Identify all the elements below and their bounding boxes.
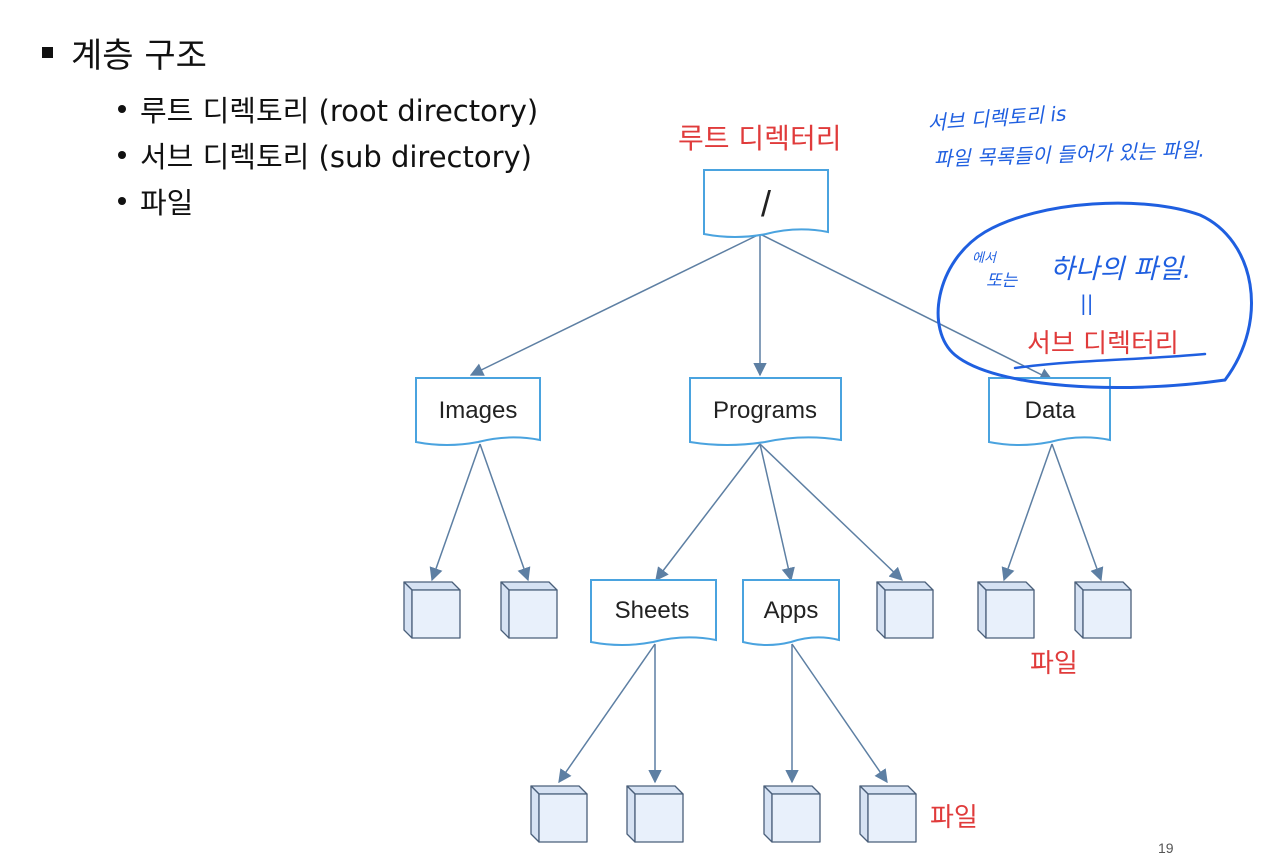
folder-sheets-label: Sheets — [615, 597, 690, 624]
bullet-dot-icon — [118, 151, 126, 159]
tree-edges — [429, 233, 1104, 784]
bullet-sub-directory: 서브 디렉토리 (sub directory) — [118, 132, 538, 178]
edge-root-images — [469, 233, 761, 376]
bullet-root-directory: 루트 디렉토리 (root directory) — [118, 86, 538, 132]
folder-apps-label: Apps — [764, 597, 819, 624]
folder-images-shape — [415, 377, 541, 446]
handwritten-underline — [1013, 352, 1207, 370]
label-sub-directory: 서브 디렉터리 — [1027, 329, 1179, 359]
file-cubes — [403, 581, 1132, 843]
folder-data-shape — [988, 377, 1111, 446]
handwritten-note-line2: 파일 목록들이 들어가 있는 파일. — [933, 138, 1205, 171]
heading-text: 계층 구조 — [71, 36, 207, 76]
file-images-2-icon — [500, 581, 558, 639]
file-data-1-icon — [977, 581, 1035, 639]
square-bullet-icon — [42, 47, 53, 58]
file-images-1-icon — [403, 581, 461, 639]
bullet-text: 서브 디렉토리 (sub directory) — [140, 140, 532, 174]
folder-data-label: Data — [1025, 397, 1076, 424]
bullet-text: 루트 디렉토리 (root directory) — [140, 94, 539, 128]
file-sheets-2-icon — [626, 785, 684, 843]
folder-root-shape — [703, 169, 829, 238]
handwritten-circle-note: 하나의 파일. — [1050, 254, 1191, 285]
bullet-list: 루트 디렉토리 (root directory) 서브 디렉토리 (sub di… — [118, 86, 538, 224]
handwritten-prefix2: 또는 — [986, 271, 1019, 291]
edge-data-file1 — [1001, 443, 1053, 582]
file-apps-1-icon — [763, 785, 821, 843]
edge-root-data — [759, 233, 1054, 381]
bullet-text: 파일 — [140, 186, 194, 220]
file-data-2-icon — [1074, 581, 1132, 639]
handwritten-equals: || — [1080, 291, 1093, 315]
label-root-directory: 루트 디렉터리 — [678, 122, 841, 155]
edge-programs-sheets — [655, 443, 761, 582]
page-number: 19 — [1158, 840, 1174, 856]
edge-programs-apps — [759, 443, 795, 582]
folder-root-label: / — [761, 183, 771, 224]
folder-apps-shape — [742, 579, 840, 646]
folder-programs-label: Programs — [713, 397, 817, 424]
edge-data-file2 — [1051, 443, 1104, 582]
handwritten-circle — [936, 201, 1253, 389]
file-sheets-1-icon — [530, 785, 588, 843]
bullet-file: 파일 — [118, 178, 538, 224]
label-file-right: 파일 — [1030, 649, 1078, 679]
handwritten-prefix: 에서 — [972, 251, 998, 266]
file-programs-1-icon — [876, 581, 934, 639]
bullet-dot-icon — [118, 197, 126, 205]
edge-programs-file — [759, 443, 903, 581]
bullet-dot-icon — [118, 105, 126, 113]
handwritten-note-line1: 서브 디렉토리 is — [927, 101, 1067, 135]
edge-apps-file2 — [791, 643, 888, 784]
edge-images-file1 — [429, 443, 481, 582]
slide-heading: 계층 구조 — [42, 28, 207, 77]
edge-images-file2 — [479, 443, 531, 582]
folder-images-label: Images — [439, 397, 518, 424]
label-file-bottom: 파일 — [930, 803, 978, 833]
folder-sheets-shape — [590, 579, 717, 646]
file-apps-2-icon — [859, 785, 917, 843]
edge-sheets-file1 — [558, 643, 656, 784]
folder-programs-shape — [689, 377, 842, 446]
